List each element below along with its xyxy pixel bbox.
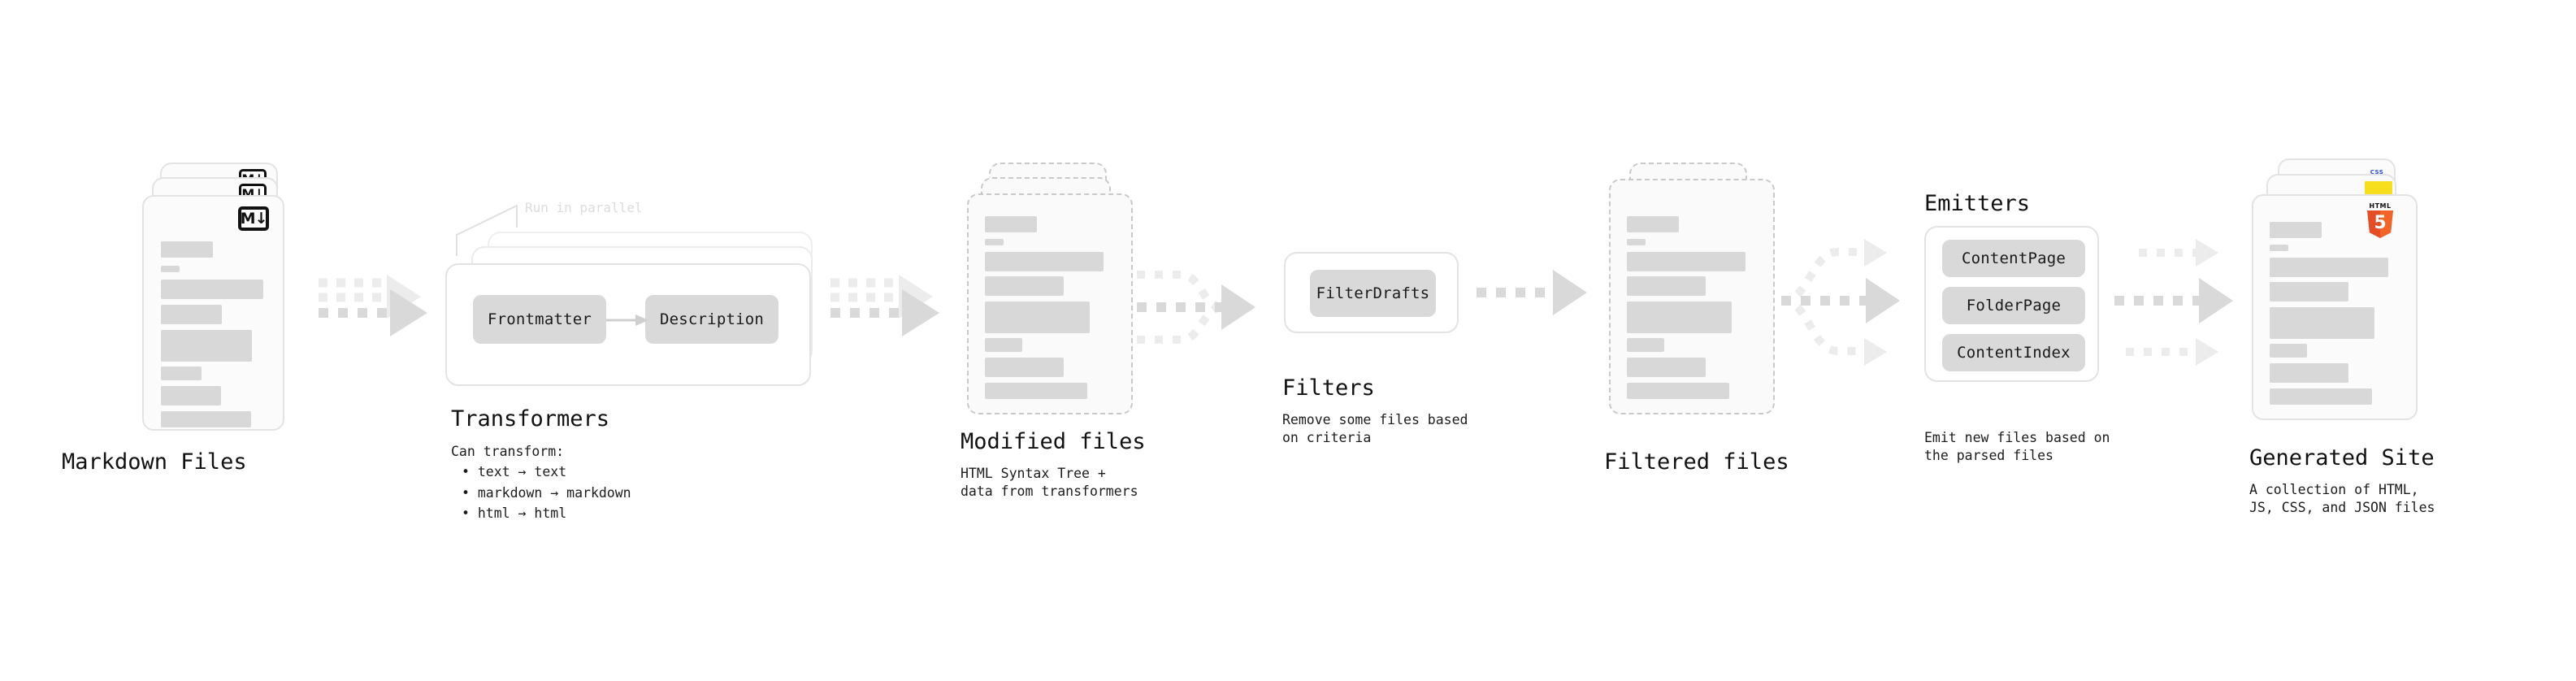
- doc-bar: [985, 358, 1064, 377]
- transformers-bullet: • markdown → markdown: [462, 484, 631, 501]
- doc-bar: [1627, 383, 1729, 399]
- doc-bar: [1627, 276, 1706, 296]
- transformers-bullet: • text → text: [462, 464, 567, 479]
- doc-bar: [2270, 344, 2307, 358]
- transformer-node-frontmatter[interactable]: Frontmatter: [473, 295, 606, 344]
- doc-bar: [985, 239, 1004, 245]
- run-in-parallel-leader: [456, 204, 518, 256]
- doc-bar: [161, 241, 213, 258]
- markdown-icon: M↓: [238, 206, 269, 231]
- doc-bar: [161, 411, 251, 427]
- emitters-subtitle: Emit new files based on the parsed files: [1924, 430, 2110, 463]
- arrow-filtered-to-emitters: [1780, 239, 1900, 366]
- emitter-node-folderpage[interactable]: FolderPage: [1942, 287, 2085, 324]
- transformers-title: Transformers: [451, 406, 610, 432]
- doc-bar: [985, 383, 1087, 399]
- doc-bar: [161, 386, 221, 406]
- generated-site-subtitle: A collection of HTML, JS, CSS, and JSON …: [2249, 482, 2435, 515]
- doc-bar: [161, 305, 222, 324]
- filters-subtitle: Remove some files based on criteria: [1282, 412, 1468, 445]
- doc-bar: [985, 301, 1090, 333]
- filters-panel[interactable]: FilterDrafts: [1284, 252, 1459, 333]
- doc-bar: [2270, 258, 2388, 277]
- doc-bar: [2270, 307, 2374, 339]
- generated-site-title: Generated Site: [2249, 445, 2435, 471]
- filtered-file-card-front[interactable]: [1609, 179, 1775, 414]
- arrow-transformers-to-modified: [830, 275, 939, 336]
- doc-bar: [1627, 301, 1732, 333]
- run-in-parallel-label: Run in parallel: [525, 200, 643, 215]
- modified-file-card-front[interactable]: [967, 193, 1133, 414]
- doc-bar: [1627, 216, 1679, 232]
- transformers-stack: Frontmatter Description: [445, 232, 827, 386]
- doc-bar: [2270, 363, 2348, 383]
- doc-bar: [2270, 245, 2288, 251]
- doc-bar: [161, 330, 252, 362]
- markdown-file-card-front[interactable]: M↓: [142, 195, 284, 431]
- generated-site-stack: CSS HTML 5: [2239, 158, 2442, 435]
- modified-files-stack: [955, 163, 1150, 431]
- arrow-filters-to-filtered: [1477, 270, 1587, 315]
- arrow-modified-to-filters: [1137, 271, 1255, 344]
- emitter-node-contentindex[interactable]: ContentIndex: [1942, 334, 2085, 371]
- doc-bar: [985, 276, 1064, 296]
- markdown-files-title: Markdown Files: [62, 449, 247, 475]
- filters-title: Filters: [1282, 375, 1375, 401]
- transformer-inner-arrow: [606, 314, 648, 326]
- doc-bar: [1627, 358, 1706, 377]
- doc-bar: [1627, 252, 1746, 271]
- doc-bar: [985, 216, 1037, 232]
- emitter-node-contentpage[interactable]: ContentPage: [1942, 240, 2085, 277]
- html5-icon: HTML 5: [2366, 202, 2394, 238]
- doc-bar: [985, 338, 1022, 352]
- generated-site-card-front[interactable]: HTML 5: [2252, 194, 2418, 420]
- doc-bar: [161, 266, 180, 272]
- doc-bar: [161, 367, 202, 380]
- arrow-markdown-to-transformers: [319, 275, 427, 336]
- doc-bar: [2270, 282, 2348, 301]
- doc-bar: [1627, 338, 1664, 352]
- emitters-panel[interactable]: ContentPage FolderPage ContentIndex: [1924, 226, 2099, 382]
- transformers-subtitle: Can transform:: [451, 444, 565, 459]
- doc-bar: [2270, 222, 2322, 238]
- filtered-files-stack: [1597, 163, 1792, 431]
- arrow-emitters-to-site: [2114, 239, 2233, 366]
- doc-bar: [2270, 388, 2372, 405]
- transformer-node-description[interactable]: Description: [645, 295, 778, 344]
- transformers-bullet: • html → html: [462, 505, 567, 522]
- html5-icon-digit: 5: [2374, 213, 2387, 233]
- html5-icon-shield: [2367, 210, 2393, 238]
- doc-bar: [161, 280, 263, 299]
- html5-icon-label: HTML: [2369, 202, 2392, 210]
- filtered-files-title: Filtered files: [1604, 449, 1789, 475]
- emitters-title: Emitters: [1924, 191, 2031, 216]
- doc-bar: [1627, 239, 1646, 245]
- markdown-files-stack: M↓ M↓ M↓: [126, 163, 313, 431]
- modified-files-title: Modified files: [961, 429, 1146, 454]
- filter-node-filterdrafts[interactable]: FilterDrafts: [1310, 270, 1436, 317]
- transformers-bullets: • text → text • markdown → markdown • ht…: [462, 462, 631, 524]
- modified-files-subtitle: HTML Syntax Tree + data from transformer…: [961, 466, 1138, 499]
- js-icon: [2365, 181, 2392, 197]
- doc-bar: [985, 252, 1104, 271]
- transformer-panel-front[interactable]: Frontmatter Description: [445, 263, 811, 386]
